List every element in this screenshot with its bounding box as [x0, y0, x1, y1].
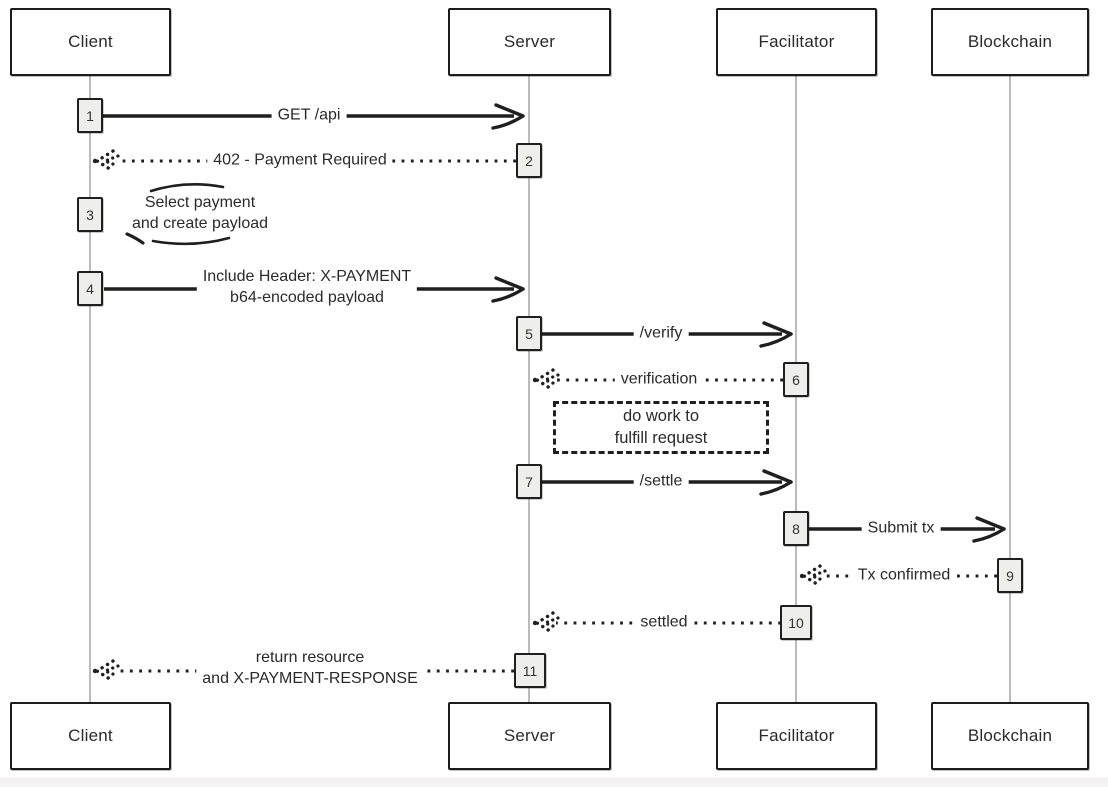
- note-line1: do work to: [622, 407, 700, 426]
- sequence-badge-2: 2: [516, 143, 542, 178]
- actor-box-facilitator-top: Facilitator: [716, 8, 877, 76]
- arrow-tx-confirmed: [799, 564, 997, 588]
- arrowhead-dotted: [533, 368, 555, 392]
- arrowhead-dotted: [533, 611, 555, 635]
- note-do-work: do work to fulfill request: [553, 401, 769, 454]
- sequence-badge-7: 7: [516, 464, 542, 499]
- message-label-line2: b64-encoded payload: [230, 289, 384, 306]
- message-label-line2: and create payload: [131, 215, 269, 232]
- page-bottom-strip: [0, 778, 1108, 787]
- note-line2: fulfill request: [614, 428, 708, 447]
- sequence-badge-3: 3: [77, 197, 103, 232]
- message-label-line1: return resource: [255, 649, 365, 667]
- arrowhead-solid: [975, 516, 1006, 531]
- arrowhead-dotted: [93, 659, 115, 683]
- message-label-line1: Include Header: X-PAYMENT: [202, 268, 412, 286]
- self-arrowhead-tick: [125, 232, 145, 245]
- actor-box-blockchain-top: Blockchain: [931, 8, 1089, 76]
- arrow-402-payment-required: [92, 149, 516, 173]
- sequence-badge-5: 5: [516, 316, 542, 351]
- message-label-line2: and X-PAYMENT-RESPONSE: [202, 670, 418, 687]
- sequence-badge-6: 6: [783, 362, 809, 397]
- arrow-return-resource: [92, 659, 514, 683]
- message-label-settled: settled: [634, 611, 694, 635]
- sequence-badge-11: 11: [514, 653, 546, 688]
- sequence-badge-8: 8: [783, 511, 809, 546]
- arrowhead-dotted: [93, 149, 115, 173]
- message-label-tx-confirmed: Tx confirmed: [851, 564, 957, 588]
- self-message-sketch: [125, 183, 231, 246]
- message-label-x-payment: Include Header: X-PAYMENT b64-encoded pa…: [196, 266, 418, 310]
- message-label-402: 402 - Payment Required: [207, 149, 393, 173]
- arrowhead-solid: [494, 103, 525, 118]
- arrowhead-dotted: [800, 564, 822, 588]
- actor-box-client-bottom: Client: [10, 702, 171, 770]
- arrowhead-solid: [762, 321, 793, 336]
- message-label-return-resource: return resource and X-PAYMENT-RESPONSE: [196, 647, 424, 691]
- message-label-submit-tx: Submit tx: [861, 517, 941, 541]
- actor-box-blockchain-bottom: Blockchain: [931, 702, 1089, 770]
- sequence-badge-10: 10: [780, 605, 812, 640]
- arrowhead-solid: [494, 276, 525, 291]
- message-label-select-payment: Select payment and create payload: [126, 192, 274, 236]
- message-label-line1: Select payment: [144, 194, 256, 212]
- arrowhead-solid: [762, 469, 793, 484]
- actor-box-facilitator-bottom: Facilitator: [716, 702, 877, 770]
- message-label-get-api: GET /api: [271, 104, 347, 128]
- sequence-badge-4: 4: [77, 271, 103, 306]
- actor-box-client-top: Client: [10, 8, 171, 76]
- message-label-settle: /settle: [633, 470, 689, 494]
- actor-box-server-top: Server: [448, 8, 611, 76]
- message-label-verification: verification: [614, 368, 704, 392]
- sequence-badge-1: 1: [77, 98, 103, 133]
- message-label-verify: /verify: [633, 322, 689, 346]
- actor-box-server-bottom: Server: [448, 702, 611, 770]
- sequence-badge-9: 9: [997, 558, 1023, 593]
